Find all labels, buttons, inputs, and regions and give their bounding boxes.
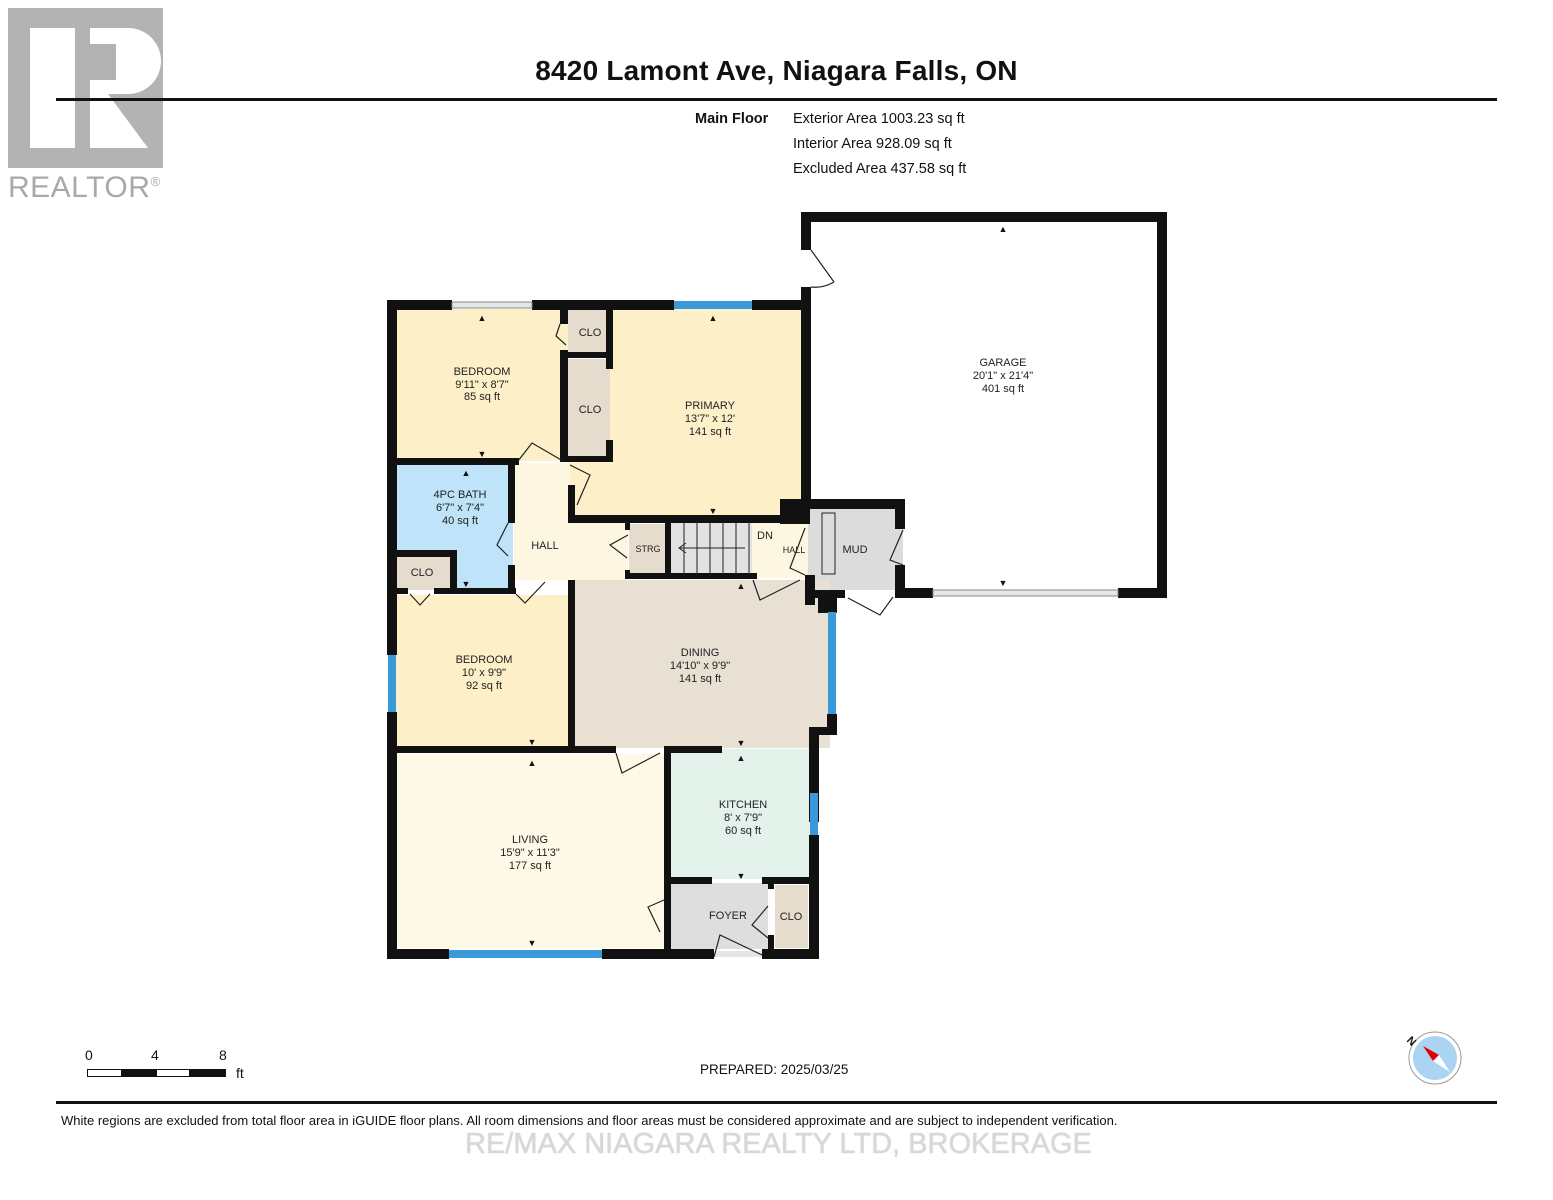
kitchen-area: 60 sq ft xyxy=(725,825,761,837)
living-area: 177 sq ft xyxy=(509,860,551,872)
svg-text:▲: ▲ xyxy=(737,581,746,591)
svg-text:▼: ▼ xyxy=(478,449,487,459)
stairs-down-label: DN xyxy=(757,530,773,542)
bedroom2-area: 92 sq ft xyxy=(466,680,502,692)
window-bedroom1 xyxy=(451,301,533,309)
svg-text:▼: ▼ xyxy=(462,579,471,589)
bedroom1-dims: 9'11" x 8'7" xyxy=(455,379,508,391)
bedroom2-dims: 10' x 9'9" xyxy=(462,667,506,679)
kitchen-name: KITCHEN xyxy=(719,799,767,811)
dining-fill xyxy=(572,580,830,748)
scale-unit: ft xyxy=(236,1065,244,1081)
closet1-label: CLO xyxy=(579,327,602,339)
window-dining xyxy=(828,612,836,714)
svg-text:▲: ▲ xyxy=(999,224,1008,234)
header-divider xyxy=(56,98,1497,101)
mud-label: MUD xyxy=(842,544,867,556)
mud-fill xyxy=(808,508,903,590)
closet2-label: CLO xyxy=(579,404,602,416)
prepared-date: PREPARED: 2025/03/25 xyxy=(700,1062,849,1077)
realtor-wordmark: REALTOR® xyxy=(8,171,161,204)
disclaimer: White regions are excluded from total fl… xyxy=(61,1113,1118,1128)
closet1-fill xyxy=(568,309,613,354)
bedroom2-name: BEDROOM xyxy=(456,654,513,666)
svg-text:▲: ▲ xyxy=(478,313,487,323)
svg-text:▲: ▲ xyxy=(709,313,718,323)
bath-dims: 6'7" x 7'4" xyxy=(436,502,484,514)
dining-dims: 14'10" x 9'9" xyxy=(670,660,730,672)
garage-name: GARAGE xyxy=(979,357,1026,369)
hall2-label: HALL xyxy=(783,545,806,555)
garage-dims: 20'1" x 21'4" xyxy=(973,370,1033,382)
svg-text:▼: ▼ xyxy=(999,578,1008,588)
primary-dims: 13'7" x 12' xyxy=(685,413,735,425)
realtor-r-logo-icon xyxy=(8,8,163,168)
svg-text:▼: ▼ xyxy=(709,506,718,516)
svg-text:▼: ▼ xyxy=(528,938,537,948)
closet2-fill xyxy=(568,359,613,459)
interior-area: Interior Area 928.09 sq ft xyxy=(793,136,952,152)
living-fill xyxy=(396,754,664,948)
room-labels: BEDROOM 9'11" x 8'7" 85 sq ft PRIMARY 13… xyxy=(411,327,1034,923)
hall-ext-fill xyxy=(568,520,628,580)
svg-text:▲: ▲ xyxy=(462,468,471,478)
dimension-markers: ▲ ▼ ▲ ▼ ▲ ▼ ▲ ▼ ▲ ▼ ▼ ▼ ▲ ▲ ▼ xyxy=(462,224,1008,948)
window-living xyxy=(449,950,602,958)
living-name: LIVING xyxy=(512,834,548,846)
page-title: 8420 Lamont Ave, Niagara Falls, ON xyxy=(535,55,1018,86)
foyer-label: FOYER xyxy=(709,910,747,922)
primary-name: PRIMARY xyxy=(685,400,736,412)
storage-fill xyxy=(629,524,665,576)
bedroom2-fill xyxy=(396,595,568,748)
closet4-label: CLO xyxy=(780,911,803,923)
garage-door xyxy=(932,589,1119,597)
bedroom1-fill xyxy=(396,309,568,461)
dining-name: DINING xyxy=(681,647,720,659)
garage-area: 401 sq ft xyxy=(982,383,1024,395)
bedroom1-name: BEDROOM xyxy=(454,366,511,378)
window-primary xyxy=(674,301,752,309)
hall2-fill xyxy=(752,522,808,578)
svg-text:▼: ▼ xyxy=(737,738,746,748)
closet4-fill xyxy=(775,885,808,948)
closet3-fill xyxy=(396,556,450,590)
primary-area: 141 sq ft xyxy=(689,426,731,438)
exterior-area: Exterior Area 1003.23 sq ft xyxy=(793,111,965,127)
living-dims: 15'9" x 11'3" xyxy=(500,847,560,859)
compass-north-icon: N xyxy=(1404,1031,1462,1085)
doors xyxy=(409,249,904,958)
hall-fill xyxy=(514,463,570,580)
bath-name: 4PC BATH xyxy=(434,489,487,501)
primary-fill xyxy=(610,309,808,518)
kitchen-fill xyxy=(670,749,810,879)
svg-text:▲: ▲ xyxy=(528,758,537,768)
stairs xyxy=(678,512,836,575)
walls xyxy=(387,212,1167,959)
scale-bar-track xyxy=(87,1069,226,1077)
svg-text:▼: ▼ xyxy=(737,871,746,881)
bath-area: 40 sq ft xyxy=(442,515,478,527)
storage-label: STRG xyxy=(635,544,660,554)
realtor-logo: REALTOR® xyxy=(8,8,163,208)
hall-label: HALL xyxy=(531,540,559,552)
front-door-opening xyxy=(714,951,762,957)
kitchen-dims: 8' x 7'9" xyxy=(724,812,762,824)
bedroom1-area: 85 sq ft xyxy=(464,391,500,403)
primary-nook-fill xyxy=(568,459,618,519)
svg-text:▲: ▲ xyxy=(737,753,746,763)
svg-text:▼: ▼ xyxy=(528,737,537,747)
footer-divider xyxy=(56,1101,1497,1104)
floor-label: Main Floor xyxy=(695,111,769,127)
room-fills xyxy=(396,309,903,949)
dining-area: 141 sq ft xyxy=(679,673,721,685)
windows xyxy=(388,301,1119,958)
window-bedroom2 xyxy=(388,655,396,712)
excluded-area: Excluded Area 437.58 sq ft xyxy=(793,161,967,177)
compass: N xyxy=(1395,1022,1470,1092)
closet3-label: CLO xyxy=(411,567,434,579)
scale-bar: 0 4 8 ft xyxy=(85,1047,244,1081)
window-kitchen xyxy=(810,793,818,835)
brokerage-watermark: RE/MAX NIAGARA REALTY LTD, BROKERAGE xyxy=(465,1128,1092,1160)
